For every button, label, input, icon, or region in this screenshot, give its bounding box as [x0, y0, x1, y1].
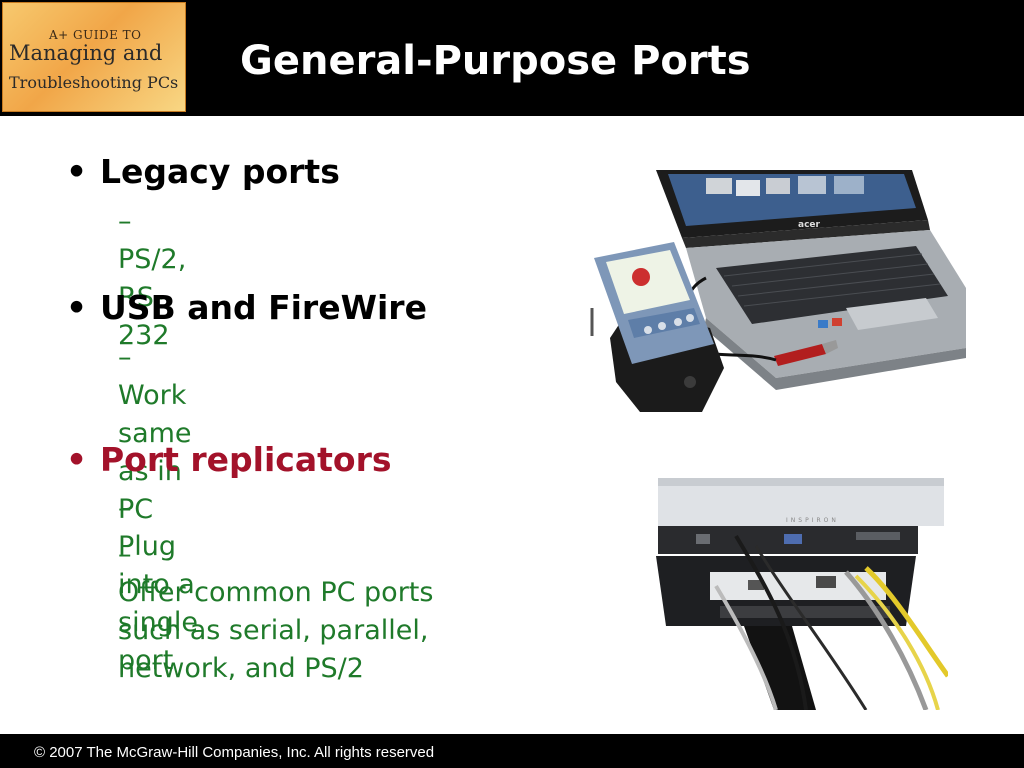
- footer-bar: © 2007 The McGraw-Hill Companies, Inc. A…: [0, 734, 1024, 768]
- bullet-label: Port replicators: [100, 440, 392, 479]
- bullet-dot: •: [66, 152, 88, 191]
- sub-dash: –: [118, 493, 132, 524]
- bullet-dot: •: [66, 440, 88, 479]
- bullet-dot: •: [66, 288, 88, 327]
- port-replicator-photo: INSPIRON: [656, 478, 948, 710]
- bullet-label: Legacy ports: [100, 152, 340, 191]
- book-logo: A+ GUIDE TO Managing and Troubleshooting…: [2, 2, 186, 112]
- sub-dash: –: [118, 539, 132, 570]
- sub-text: Plug into a single port: [118, 531, 198, 676]
- bullet-usb-firewire: • USB and FireWire: [66, 288, 427, 327]
- logo-line-3: Troubleshooting PCs: [9, 73, 179, 92]
- logo-line-1: A+ GUIDE TO: [49, 28, 142, 42]
- sub-text: Work same as in PC: [118, 380, 192, 525]
- logo-line-2: Managing and: [9, 41, 163, 65]
- laptop-pda-photo: acer: [590, 170, 966, 412]
- sub-text: Offer common PC ports such as serial, pa…: [118, 577, 434, 684]
- sub-dash: –: [118, 206, 132, 237]
- sub-bullet-ps2-rs232: – PS/2, RS-232: [118, 203, 186, 355]
- replicator-brand-text: INSPIRON: [786, 517, 839, 524]
- laptop-brand-text: acer: [798, 220, 821, 230]
- bullet-port-replicators: • Port replicators: [66, 440, 392, 479]
- bullet-label: USB and FireWire: [100, 288, 427, 327]
- sub-bullet-common-ports: – Offer common PC ports such as serial, p…: [118, 536, 498, 688]
- sub-bullet-single-port: –Plug into a single port: [118, 490, 198, 680]
- sub-bullet-work-same: –Work same as in PC: [118, 339, 192, 529]
- bullet-legacy-ports: • Legacy ports: [66, 152, 340, 191]
- header-bar: A+ GUIDE TO Managing and Troubleshooting…: [0, 0, 1024, 116]
- copyright-text: © 2007 The McGraw-Hill Companies, Inc. A…: [34, 744, 435, 761]
- slide-title: General-Purpose Ports: [240, 38, 751, 84]
- sub-text: PS/2, RS-232: [118, 244, 187, 351]
- sub-dash: –: [118, 342, 132, 373]
